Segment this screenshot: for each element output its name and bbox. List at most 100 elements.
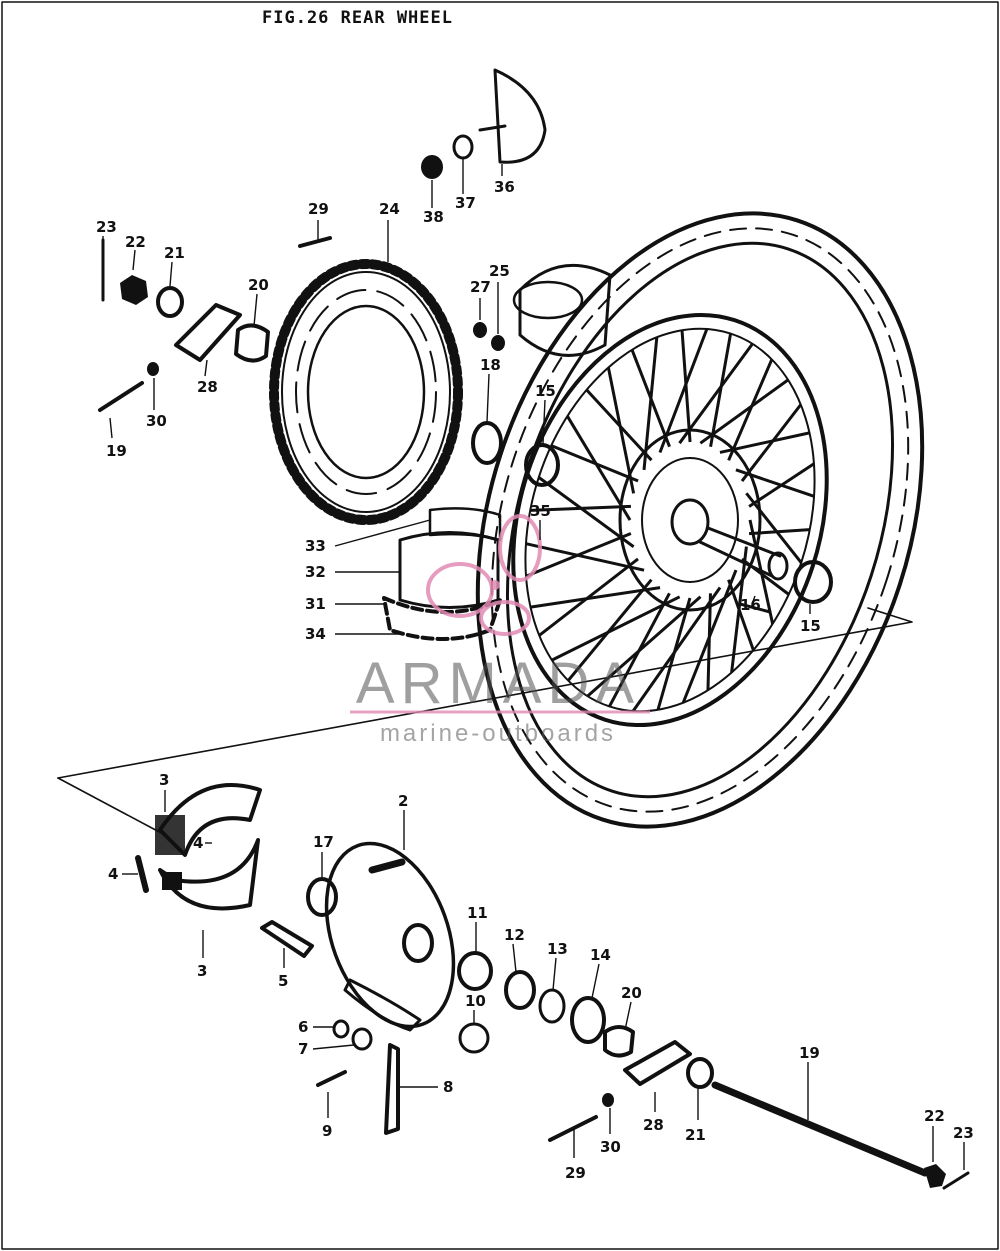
svg-text:3: 3 — [159, 771, 169, 789]
svg-text:30: 30 — [600, 1138, 621, 1156]
chain-adjuster-28-lower — [623, 1040, 692, 1086]
callout-28-lower: 28 — [643, 1092, 664, 1134]
spoke — [735, 468, 815, 498]
seal-7 — [351, 1027, 373, 1051]
svg-text:37: 37 — [455, 194, 476, 212]
callout-16: 16 — [740, 595, 761, 614]
spoke — [586, 595, 702, 698]
svg-text:14: 14 — [590, 946, 611, 964]
svg-text:30: 30 — [146, 412, 167, 430]
spoke — [525, 542, 645, 572]
washer-21-upper — [156, 286, 184, 318]
callout-29-lower: 29 — [565, 1128, 586, 1182]
chain-adjuster-28-upper — [174, 303, 242, 362]
spoke — [530, 586, 661, 609]
callout-15-upper: 15 — [535, 382, 556, 445]
cotter-pin-23-lower — [942, 1171, 970, 1190]
wheel-hub — [618, 428, 789, 612]
nut-30-lower — [602, 1093, 614, 1107]
svg-text:4: 4 — [108, 865, 118, 883]
svg-text:36: 36 — [494, 178, 515, 196]
spacer-20-lower — [603, 1025, 635, 1058]
bearing-11 — [457, 951, 493, 991]
callout-21-upper: 21 — [164, 244, 185, 287]
nut-22-lower — [924, 1164, 946, 1188]
svg-text:9: 9 — [322, 1122, 332, 1140]
callout-7: 7 — [298, 1040, 355, 1058]
svg-text:20: 20 — [621, 984, 642, 1002]
nut-25 — [491, 335, 505, 351]
callout-14: 14 — [590, 946, 611, 999]
svg-text:29: 29 — [308, 200, 329, 218]
svg-text:3: 3 — [197, 962, 207, 980]
spacer-10 — [458, 1022, 490, 1054]
callout-8: 8 — [400, 1078, 453, 1096]
washer-37 — [452, 134, 474, 160]
bolt-29-upper — [298, 236, 332, 248]
svg-text:24: 24 — [379, 200, 400, 218]
svg-text:35: 35 — [530, 502, 551, 520]
svg-text:20: 20 — [248, 276, 269, 294]
callout-30-lower: 30 — [600, 1108, 621, 1156]
callout-21-lower: 21 — [685, 1088, 706, 1144]
callout-32: 32 — [305, 563, 400, 581]
callout-31: 31 — [305, 595, 384, 613]
bearing-15-right — [793, 560, 833, 604]
bearing-15-left — [524, 443, 560, 487]
part-callouts: 23 22 21 20 28 30 19 29 24 25 27 18 15 3… — [96, 158, 974, 1182]
callout-27: 27 — [470, 278, 491, 320]
callout-2: 2 — [398, 792, 408, 850]
plane-line-left — [57, 777, 166, 836]
spoke — [730, 546, 748, 673]
callout-35: 35 — [530, 502, 551, 540]
seal-17 — [306, 877, 338, 917]
spoke — [745, 492, 803, 564]
brake-cam-5 — [260, 920, 314, 958]
svg-text:28: 28 — [197, 378, 218, 396]
nut-27 — [473, 322, 487, 338]
callout-3-lower: 3 — [197, 930, 207, 980]
svg-text:23: 23 — [96, 218, 117, 236]
callout-9: 9 — [322, 1092, 332, 1140]
svg-text:27: 27 — [470, 278, 491, 296]
svg-text:23: 23 — [953, 1124, 974, 1142]
callout-15-lower: 15 — [800, 604, 821, 635]
callout-19-upper: 19 — [106, 417, 127, 460]
callout-5: 5 — [278, 948, 288, 990]
svg-text:4: 4 — [193, 834, 203, 852]
callout-24: 24 — [379, 200, 400, 262]
plane-line-upper — [57, 607, 913, 779]
callout-12: 12 — [504, 926, 525, 973]
svg-text:5: 5 — [278, 972, 288, 990]
inner-tube — [512, 263, 612, 357]
svg-text:13: 13 — [547, 940, 568, 958]
callout-19-lower: 19 — [799, 1044, 820, 1120]
spoke — [740, 403, 802, 482]
svg-text:7: 7 — [298, 1040, 308, 1058]
rear-sprocket — [269, 259, 463, 525]
callout-17: 17 — [313, 833, 334, 878]
callout-20-upper: 20 — [248, 276, 269, 327]
callout-23-upper: 23 — [96, 218, 117, 242]
callout-36: 36 — [494, 164, 515, 196]
nut-22-upper — [120, 275, 148, 305]
callout-20-lower: 20 — [621, 984, 642, 1031]
callout-38: 38 — [423, 180, 444, 226]
callout-4-inner: 4 — [193, 834, 212, 852]
svg-text:19: 19 — [106, 442, 127, 460]
callout-10: 10 — [465, 992, 486, 1024]
svg-text:11: 11 — [467, 904, 488, 922]
watermark-brand: ARMADA — [355, 651, 641, 716]
callout-4-left: 4 — [108, 865, 138, 883]
callout-3-upper: 3 — [159, 771, 169, 812]
callout-18: 18 — [480, 356, 501, 423]
svg-text:33: 33 — [305, 537, 326, 555]
washer-21-lower — [686, 1057, 714, 1089]
callout-33: 33 — [305, 519, 431, 555]
brake-panel — [324, 841, 456, 1032]
nut-30-upper — [147, 362, 159, 376]
brake-shoes — [155, 783, 262, 911]
spoke — [678, 342, 754, 445]
svg-text:25: 25 — [489, 262, 510, 280]
svg-text:8: 8 — [443, 1078, 453, 1096]
